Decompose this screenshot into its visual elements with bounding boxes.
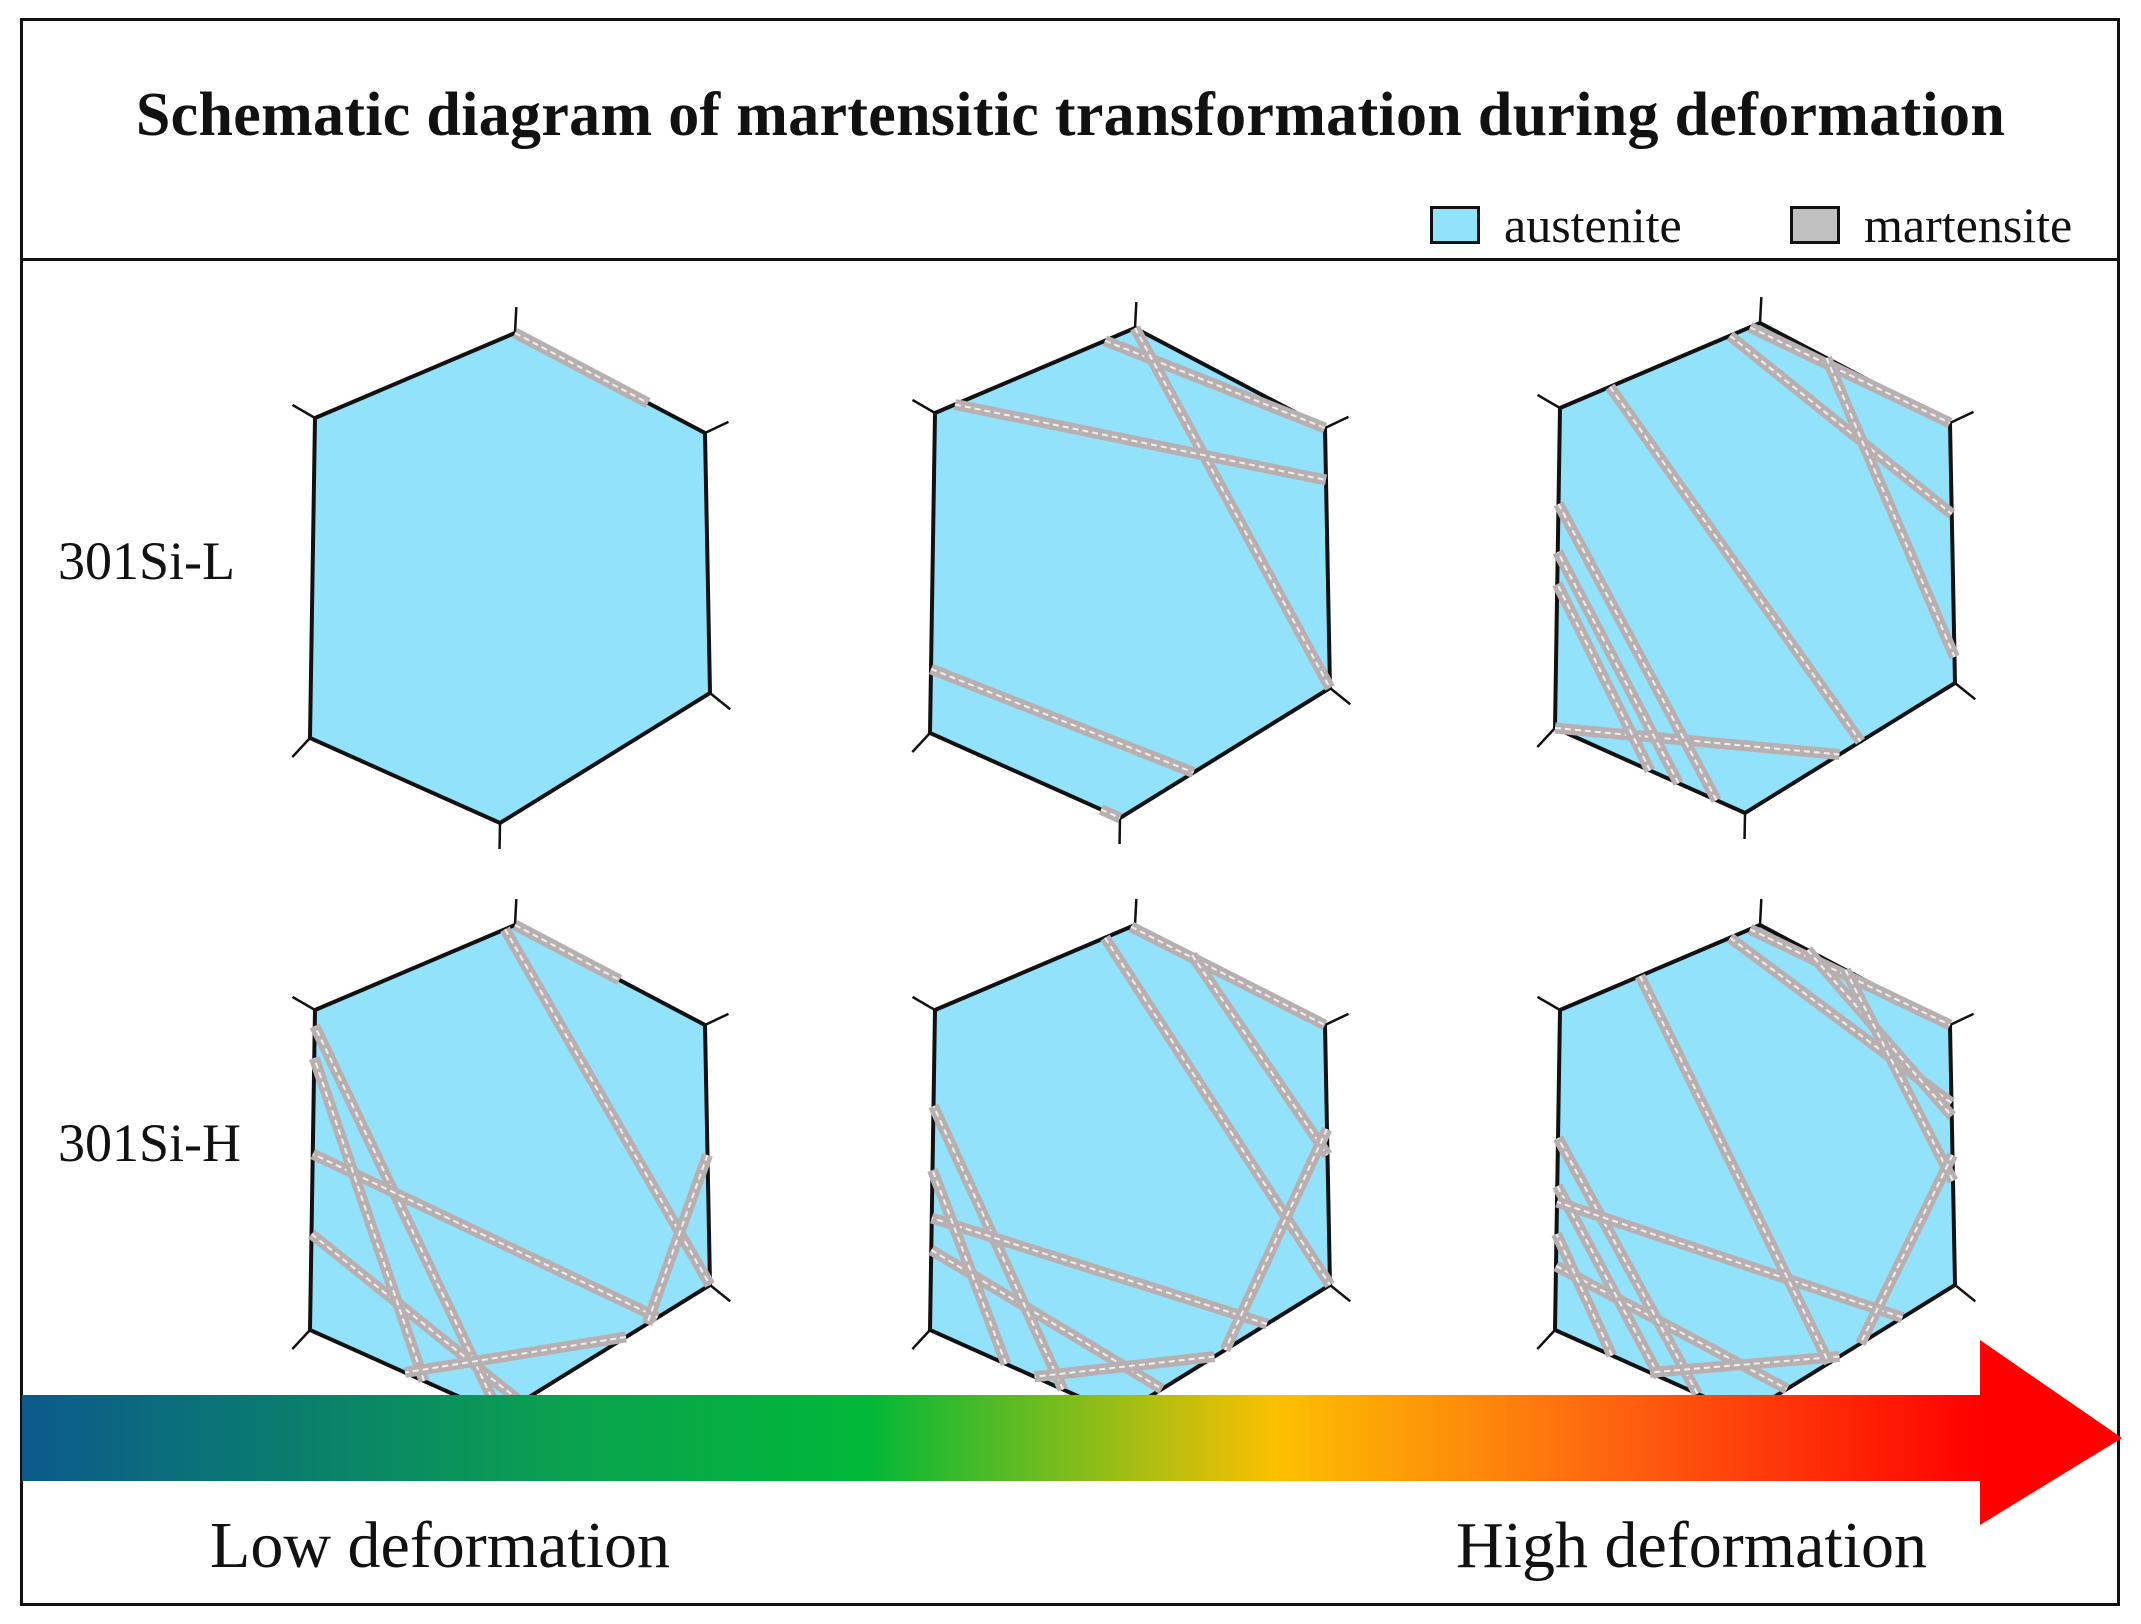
martensite-band xyxy=(309,1056,430,1383)
grain-panel-r0-c2 xyxy=(1536,296,1977,840)
grain-panel-r0-c0 xyxy=(291,306,732,850)
grain-boundary-tick xyxy=(1133,301,1138,329)
arrow-head xyxy=(1980,1340,2122,1525)
martensite-band xyxy=(1553,1135,1703,1397)
martensite-band xyxy=(1840,967,1958,1184)
martensite-band xyxy=(1821,355,1960,660)
grain-boundary-tick xyxy=(911,1329,931,1350)
martensite-band xyxy=(953,399,1328,486)
grain-boundary-tick xyxy=(291,995,316,1012)
header-divider xyxy=(20,258,2120,261)
martensite-band xyxy=(1128,921,1328,1030)
grain-boundary-tick xyxy=(1954,682,1977,701)
martensite-band xyxy=(1649,1351,1840,1378)
martensite-band xyxy=(1552,1183,1665,1380)
grain-boundary-tick xyxy=(513,898,518,926)
grain-boundary-tick xyxy=(1949,410,1975,425)
legend-item-martensite: martensite xyxy=(1790,196,2072,254)
figure-title: Schematic diagram of martensitic transfo… xyxy=(135,81,2006,149)
martensite-band xyxy=(1747,322,1953,428)
grain-boundary-tick xyxy=(1758,898,1763,926)
grain-panel-r1-c1 xyxy=(911,898,1352,1442)
martensite-band xyxy=(1102,335,1328,434)
grain-boundary-tick xyxy=(709,692,732,711)
martensite-band xyxy=(1605,383,1865,745)
arrow-shaft xyxy=(22,1395,1982,1481)
martensite-band xyxy=(1100,934,1335,1288)
martensite-band xyxy=(1554,722,1841,760)
grain-boundary-tick xyxy=(911,398,936,415)
martensite-band xyxy=(1553,501,1722,803)
martensite-band xyxy=(1220,1126,1332,1353)
low-deformation-label: Low deformation xyxy=(210,1509,671,1582)
martensite-band xyxy=(1552,581,1655,773)
row-label-301si-h: 301Si-H xyxy=(58,1113,242,1173)
martensite-band xyxy=(927,1168,1012,1366)
martensite-band xyxy=(1098,804,1123,824)
martensite-band xyxy=(1855,1152,1958,1346)
grain-boundary-tick xyxy=(1329,1284,1352,1303)
grain-boundary-tick xyxy=(1536,1329,1556,1350)
legend-swatch-austenite xyxy=(1430,206,1480,244)
martensite-band xyxy=(309,1023,505,1418)
grain-boundary-tick xyxy=(704,1012,730,1027)
grain-boundary-tick xyxy=(1536,727,1556,748)
grain-panel-r0-c1 xyxy=(911,301,1352,845)
grain-boundary-tick xyxy=(1133,898,1138,926)
grain-boundary-tick xyxy=(291,737,311,758)
martensite-band xyxy=(1033,1351,1216,1383)
legend-item-austenite: austenite xyxy=(1430,196,1682,254)
legend-label-austenite: austenite xyxy=(1504,197,1682,253)
martensite-band xyxy=(928,663,1196,778)
martensite-band xyxy=(500,926,715,1288)
martensite-band xyxy=(1187,951,1333,1159)
grain-boundary-tick xyxy=(1949,1012,1975,1027)
martensite-band xyxy=(1635,973,1834,1366)
martensite-band xyxy=(641,1153,713,1326)
grain-boundary-tick xyxy=(709,1284,732,1303)
high-deformation-label: High deformation xyxy=(1456,1509,1928,1582)
martensite-band xyxy=(1555,1196,1905,1323)
grain-boundary-tick xyxy=(911,995,936,1012)
martensite-band xyxy=(1726,331,1956,519)
grain-boundary-tick xyxy=(291,403,316,420)
grain-boundary-tick xyxy=(291,1329,311,1350)
grain-boundary-tick xyxy=(1954,1284,1977,1303)
figure-frame xyxy=(20,18,2120,1606)
grain-panel-r1-c0 xyxy=(291,898,732,1442)
grain-boundary-tick xyxy=(1758,296,1763,324)
martensite-band xyxy=(512,920,623,985)
martensite-band xyxy=(512,328,651,408)
grain-boundary-tick xyxy=(1536,995,1561,1012)
grain-boundary-tick xyxy=(1329,687,1352,706)
martensite-band xyxy=(1130,325,1335,691)
martensite-band xyxy=(1552,549,1684,786)
martensite-band xyxy=(310,1149,660,1323)
grain-boundary-tick xyxy=(1324,1012,1350,1027)
grain-boundary-tick xyxy=(704,420,730,435)
martensite-band xyxy=(1551,1231,1618,1358)
grain-boundary-tick xyxy=(911,732,931,753)
grain-boundary-tick xyxy=(1536,393,1561,410)
martensite-band xyxy=(930,1212,1269,1330)
martensite-band xyxy=(404,1331,627,1378)
legend-swatch-martensite xyxy=(1790,206,1840,244)
grain-boundary-tick xyxy=(1324,415,1350,430)
row-label-301si-l: 301Si-L xyxy=(58,531,236,591)
legend-label-martensite: martensite xyxy=(1864,197,2073,253)
grain-boundary-tick xyxy=(513,306,518,334)
martensite-band xyxy=(928,1103,1069,1392)
